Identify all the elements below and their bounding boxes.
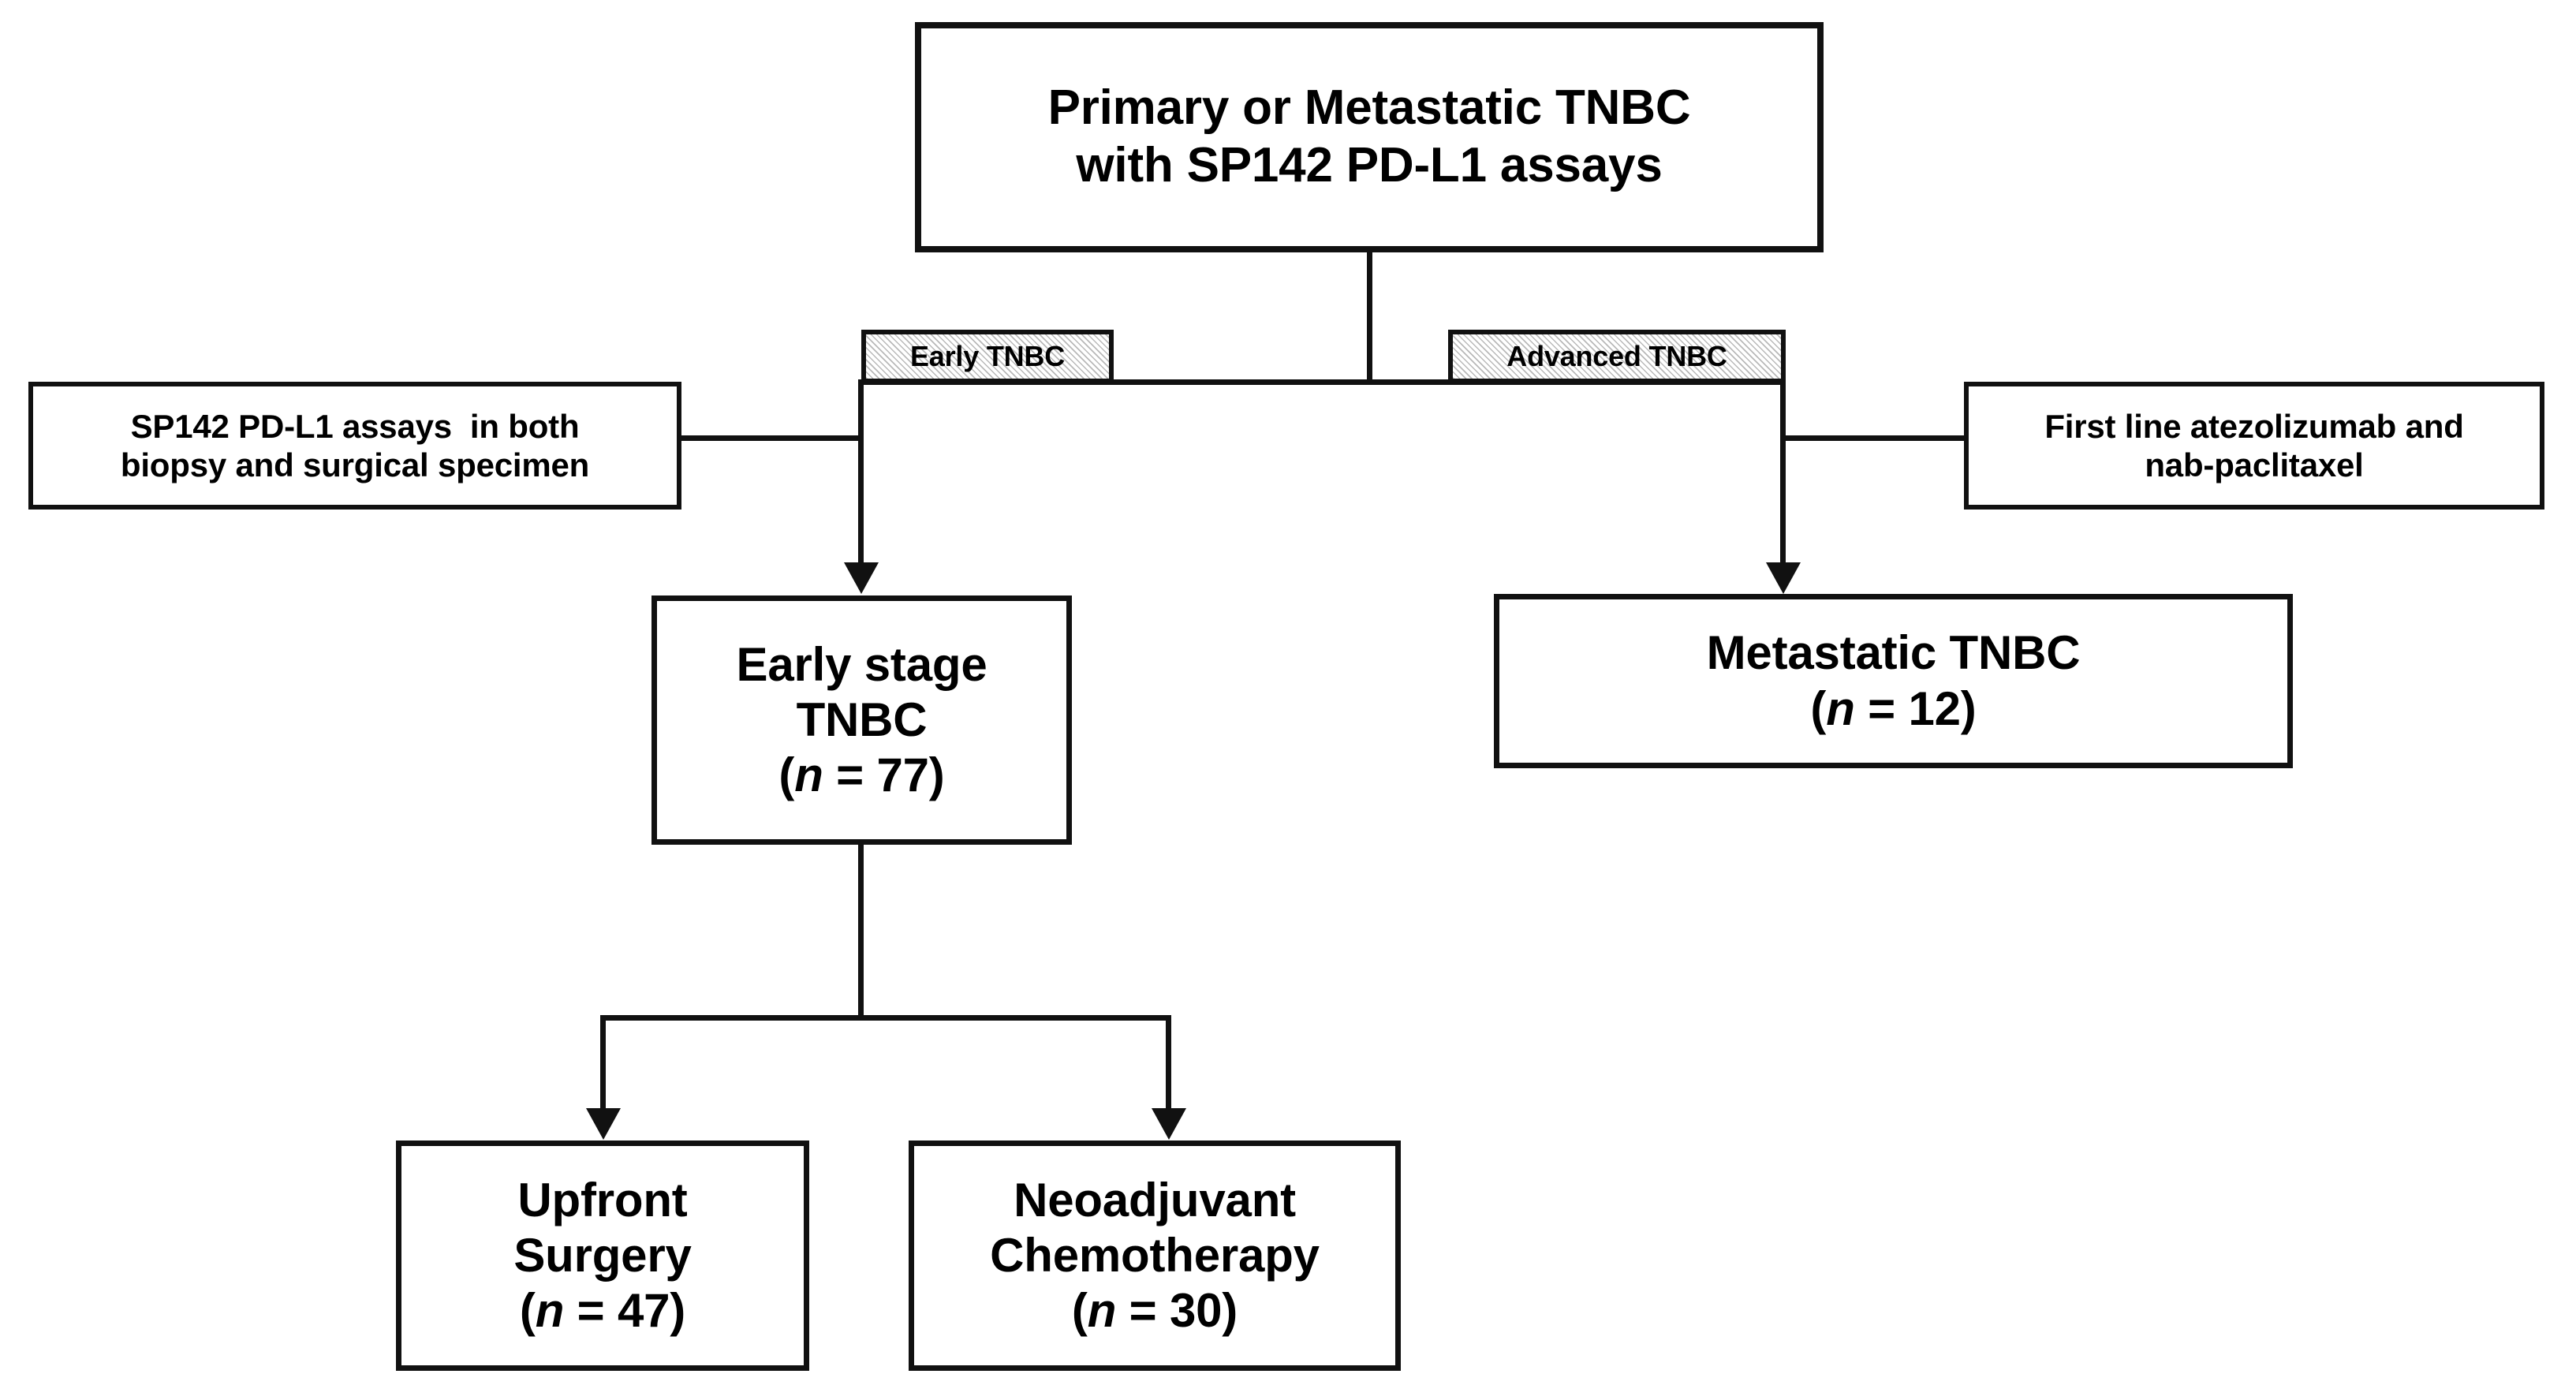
node-neoadj-count-var: n xyxy=(1087,1284,1117,1338)
node-root-line1: Primary or Metastatic TNBC xyxy=(1047,80,1691,136)
node-early-line1: Early stage xyxy=(736,637,987,691)
node-neoadjuvant-chemotherapy: Neoadjuvant Chemotherapy (n = 30) xyxy=(909,1141,1401,1371)
node-left-assay-line1: SP142 PD-L1 assays in both xyxy=(130,407,580,445)
connector-early-stem xyxy=(858,842,864,1017)
node-early-count-eq: = xyxy=(823,749,877,802)
connector-to-upfront-surgery xyxy=(600,1015,606,1108)
node-metastatic-tnbc: Metastatic TNBC (n = 12) xyxy=(1494,594,2293,768)
node-first-line-atezolizumab-nab-paclitaxel: First line atezolizumab and nab-paclitax… xyxy=(1964,382,2544,510)
node-upfront-count-var: n xyxy=(535,1284,565,1338)
node-meta-count-close: ) xyxy=(1960,681,1977,735)
connector-treatment-split-bar xyxy=(600,1015,1171,1021)
node-meta-count-value: 12 xyxy=(1908,681,1961,735)
node-upfront-count-eq: = xyxy=(564,1284,618,1338)
node-early-count: (n = 77) xyxy=(778,748,944,803)
node-early-line2: TNBC xyxy=(796,693,928,746)
node-sp142-assays-both-specimens: SP142 PD-L1 assays in both biopsy and su… xyxy=(28,382,681,510)
connector-early-branch-vertical xyxy=(858,379,864,562)
node-early-count-value: 77 xyxy=(876,749,929,802)
node-upfront-count-close: ) xyxy=(670,1284,686,1338)
connector-right-treatment-to-branch xyxy=(1780,435,1968,441)
node-early-count-close: ) xyxy=(928,749,945,802)
node-left-assay-line2: biopsy and surgical specimen xyxy=(120,446,590,483)
node-neoadj-count-value: 30 xyxy=(1169,1284,1223,1338)
connector-to-neoadjuvant-chemo xyxy=(1166,1015,1171,1108)
node-upfront-count: (n = 47) xyxy=(520,1283,685,1338)
node-meta-count-open: ( xyxy=(1810,681,1827,735)
node-meta-line1: Metastatic TNBC xyxy=(1706,626,2081,680)
node-meta-count: (n = 12) xyxy=(1810,681,1976,737)
arrowhead-to-neoadjuvant-chemo xyxy=(1152,1108,1186,1140)
arrowhead-to-early-stage xyxy=(844,562,879,594)
node-right-treatment-line2: nab-paclitaxel xyxy=(2145,446,2364,483)
node-right-treatment-line1: First line atezolizumab and xyxy=(2044,407,2464,445)
node-upfront-line1: Upfront xyxy=(517,1173,688,1226)
node-early-count-var: n xyxy=(794,749,823,802)
node-meta-count-var: n xyxy=(1826,681,1855,735)
connector-left-assay-to-branch xyxy=(680,435,861,441)
node-root-line2: with SP142 PD-L1 assays xyxy=(1076,138,1663,192)
arrowhead-to-upfront-surgery xyxy=(586,1108,621,1140)
branch-label-early-tnbc: Early TNBC xyxy=(861,330,1114,383)
node-neoadj-line2: Chemotherapy xyxy=(990,1228,1320,1282)
connector-advanced-branch-vertical xyxy=(1780,379,1786,562)
branch-label-early-tnbc-text: Early TNBC xyxy=(909,340,1066,372)
node-neoadj-count: (n = 30) xyxy=(1072,1283,1238,1338)
node-primary-or-metastatic-tnbc: Primary or Metastatic TNBC with SP142 PD… xyxy=(915,22,1824,252)
node-upfront-count-open: ( xyxy=(519,1284,536,1338)
arrowhead-to-metastatic xyxy=(1766,562,1801,594)
node-upfront-surgery: Upfront Surgery (n = 47) xyxy=(396,1141,809,1371)
connector-split-bar xyxy=(858,379,1786,385)
node-early-count-open: ( xyxy=(778,749,795,802)
branch-label-advanced-tnbc: Advanced TNBC xyxy=(1448,330,1786,383)
node-upfront-line2: Surgery xyxy=(513,1228,692,1282)
connector-root-stem xyxy=(1367,251,1372,385)
node-meta-count-eq: = xyxy=(1854,681,1909,735)
node-early-stage-tnbc: Early stage TNBC (n = 77) xyxy=(651,595,1072,845)
node-neoadj-line1: Neoadjuvant xyxy=(1014,1173,1296,1226)
node-upfront-count-value: 47 xyxy=(617,1284,670,1338)
branch-label-advanced-tnbc-text: Advanced TNBC xyxy=(1506,340,1727,372)
node-neoadj-count-close: ) xyxy=(1222,1284,1238,1338)
node-neoadj-count-open: ( xyxy=(1071,1284,1088,1338)
node-neoadj-count-eq: = xyxy=(1116,1284,1170,1338)
